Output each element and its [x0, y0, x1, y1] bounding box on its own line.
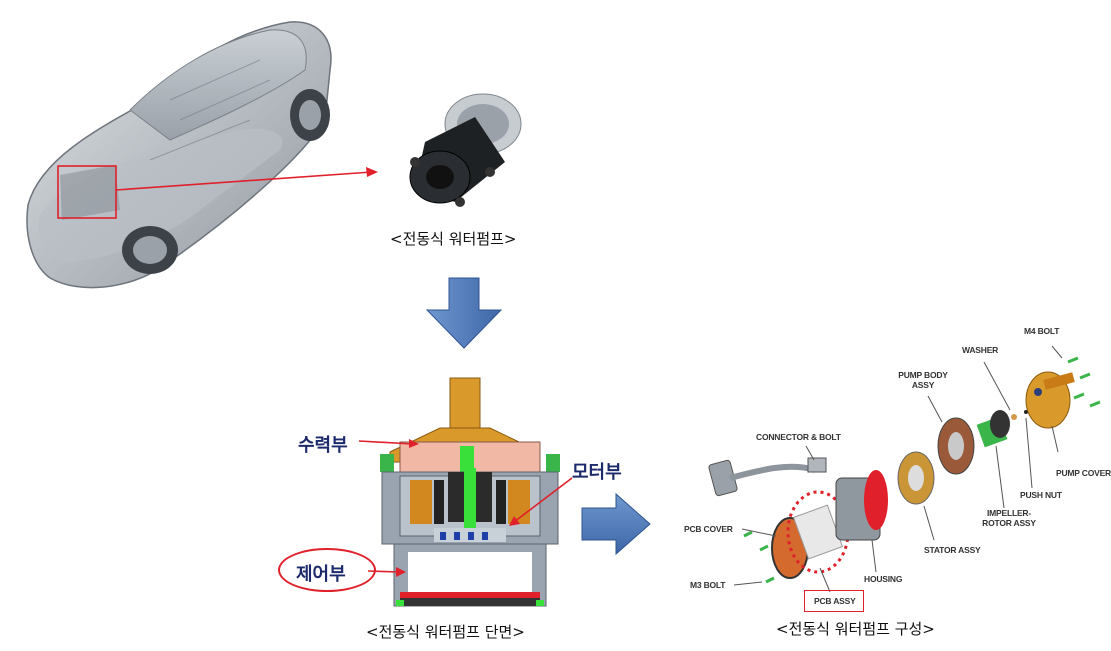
part-label-impeller: IMPELLER-ROTOR ASSY	[978, 508, 1040, 528]
housing-part	[835, 470, 888, 541]
hydraulic-pointer	[358, 439, 419, 448]
part-label-housing: HOUSING	[864, 574, 903, 584]
control-pointer	[367, 567, 406, 577]
label-hydraulic-section: 수력부	[298, 435, 348, 456]
connector-part	[708, 457, 827, 497]
part-label-connector: CONNECTOR & BOLT	[756, 432, 841, 442]
pump-cross-section	[380, 377, 560, 607]
pump-body-text: PUMP BODY ASSY	[898, 370, 948, 390]
part-label-pump-cover: PUMP COVER	[1056, 468, 1111, 478]
pcb-cover-screws	[743, 530, 775, 584]
control-section-highlight	[278, 548, 376, 592]
motor-pointer	[509, 477, 573, 526]
impeller-text: IMPELLER-ROTOR ASSY	[982, 508, 1036, 528]
part-label-pump-body: PUMP BODY ASSY	[898, 370, 948, 390]
impeller-rotor-part	[976, 410, 1010, 448]
part-label-pcb-cover: PCB COVER	[684, 524, 733, 534]
engine-highlight-box	[57, 165, 117, 219]
water-pump-photo	[409, 93, 522, 207]
part-label-m3-bolt: M3 BOLT	[690, 580, 726, 590]
label-control-section: 제어부	[296, 564, 346, 585]
pcb-assy-box	[804, 590, 864, 612]
part-label-pcb-assy: PCB ASSY	[814, 596, 856, 606]
pump-cover-part	[1025, 371, 1075, 429]
m4-bolts	[1067, 356, 1101, 408]
down-arrow	[425, 277, 503, 349]
caption-pump: <전동식 워터펌프>	[390, 230, 517, 248]
right-arrow	[581, 492, 651, 556]
stator-part	[897, 451, 935, 505]
pump-body-part	[937, 417, 975, 475]
pointer-arrowhead	[366, 167, 378, 177]
caption-section: <전동식 워터펌프 단면>	[366, 623, 525, 641]
part-label-stator: STATOR ASSY	[924, 545, 981, 555]
caption-composition: <전동식 워터펌프 구성>	[776, 620, 935, 638]
washer-part	[1011, 414, 1017, 420]
car-body	[26, 21, 332, 289]
outlet-tube	[449, 377, 481, 431]
part-label-washer: WASHER	[962, 345, 999, 355]
pcb-part	[792, 504, 844, 560]
part-label-push-nut: PUSH NUT	[1020, 490, 1062, 500]
pointer-line	[115, 171, 373, 191]
push-nut-part	[1024, 410, 1028, 414]
part-label-m4-bolt: M4 BOLT	[1024, 326, 1060, 336]
label-motor-section: 모터부	[572, 462, 622, 483]
